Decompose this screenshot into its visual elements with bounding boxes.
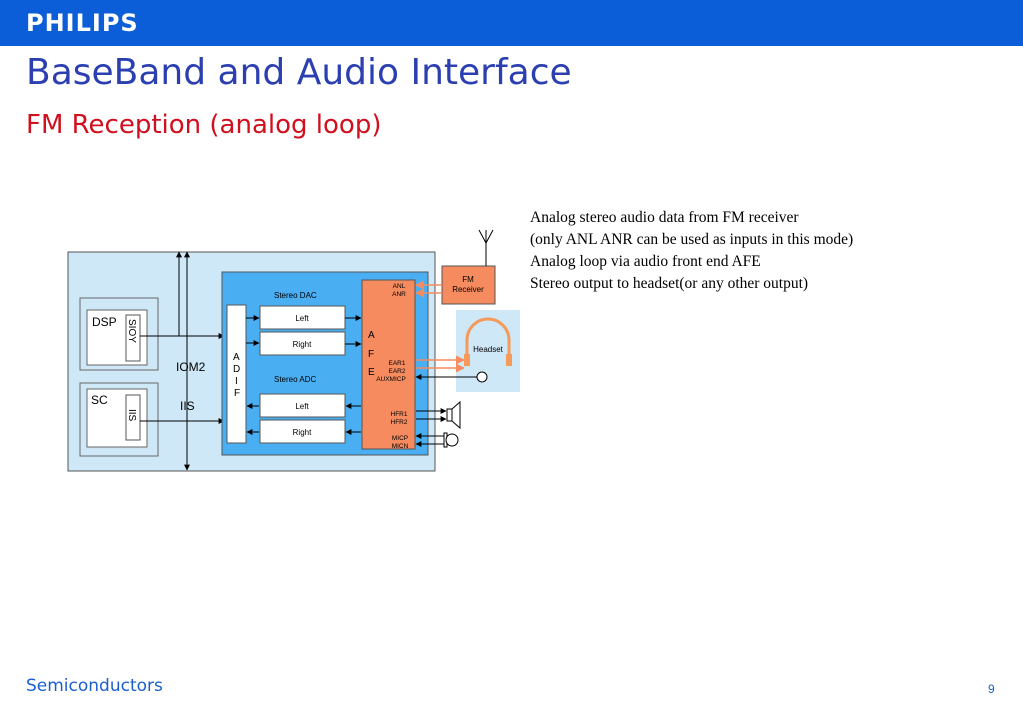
adc-left-box — [259, 393, 346, 418]
header-bar: PHILIPS — [0, 0, 1023, 46]
page-subtitle: FM Reception (analog loop) — [26, 110, 382, 140]
note-line: Analog stereo audio data from FM receive… — [530, 209, 799, 226]
page-title: BaseBand and Audio Interface — [26, 52, 572, 93]
adif-letter: I — [235, 376, 238, 387]
afe-letter: F — [368, 349, 374, 360]
afe-pin-micn: MICN — [392, 443, 409, 450]
note-line: (only ANL ANR can be used as inputs in t… — [530, 231, 854, 248]
afe-pin-ear1: EAR1 — [389, 360, 406, 367]
adif-box — [226, 304, 247, 444]
iis-port-label: IIS — [126, 409, 137, 422]
afe-pin-hfr2: HFR2 — [391, 419, 408, 426]
adc-left-label: Left — [295, 402, 309, 411]
adif-letter: A — [233, 352, 240, 363]
iis-port — [125, 394, 141, 441]
philips-logo: PHILIPS — [26, 9, 139, 37]
afe-pin-anr: ANR — [392, 291, 406, 298]
aux-mic-icon — [476, 371, 488, 383]
fm-receiver-box — [441, 265, 496, 305]
afe-pin-ear2: EAR2 — [389, 368, 406, 375]
antenna-icon — [478, 229, 494, 266]
afe-pin-auxmicp: AUXMICP — [376, 376, 406, 383]
adif-letter: F — [234, 388, 240, 399]
afe-letter: E — [368, 367, 375, 378]
sioy-port — [125, 314, 141, 362]
fm-receiver-label: FM — [462, 275, 474, 284]
speaker-icon — [446, 400, 461, 430]
afe-pin-anl: ANL — [393, 283, 406, 290]
sc-label: SC — [91, 393, 108, 407]
footer-label: Semiconductors — [26, 676, 163, 696]
sioy-label: SIOY — [126, 319, 137, 343]
headset-icon — [464, 317, 512, 366]
iom2-label: IOM2 — [176, 360, 206, 374]
adc-right-box — [259, 419, 346, 444]
dsp-label: DSP — [92, 315, 117, 329]
afe-pin-micp: MICP — [392, 435, 408, 442]
dac-left-label: Left — [295, 314, 309, 323]
note-line: Analog loop via audio front end AFE — [530, 253, 761, 270]
page-number: 9 — [988, 682, 995, 696]
afe-box — [361, 279, 416, 450]
stereo-dac-label: Stereo DAC — [274, 291, 317, 300]
fm-receiver-label: Receiver — [452, 285, 484, 294]
microphone-icon — [443, 432, 459, 448]
notes-block: Analog stereo audio data from FM receive… — [530, 207, 853, 295]
afe-pin-hfr1: HFR1 — [391, 411, 408, 418]
note-line: Stereo output to headset(or any other ou… — [530, 275, 809, 292]
adc-right-label: Right — [293, 428, 312, 437]
stereo-adc-label: Stereo ADC — [274, 375, 316, 384]
headset-label: Headset — [473, 345, 504, 354]
dac-right-label: Right — [293, 340, 312, 349]
afe-letter: A — [368, 330, 375, 341]
adif-letter: D — [233, 364, 240, 375]
